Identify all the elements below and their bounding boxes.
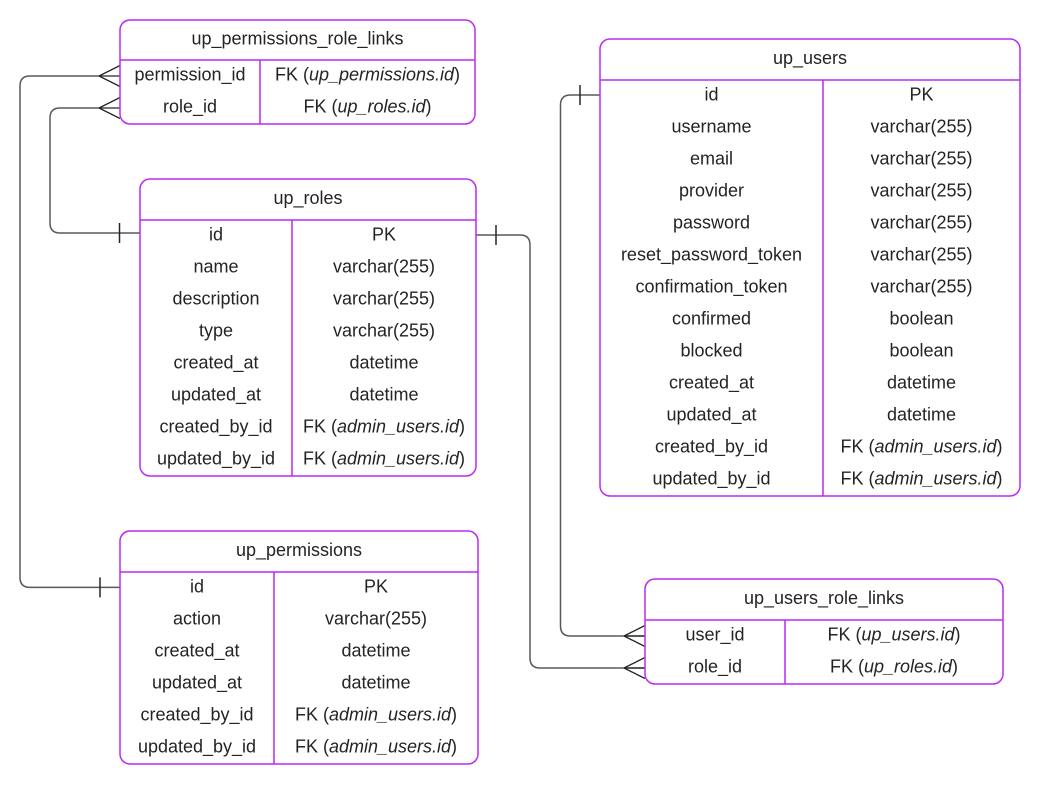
svg-text:datetime: datetime	[341, 640, 410, 660]
svg-text:updated_at: updated_at	[666, 404, 756, 425]
svg-text:id: id	[209, 224, 223, 244]
svg-text:datetime: datetime	[887, 404, 956, 424]
svg-text:FK (up_roles.id): FK (up_roles.id)	[830, 656, 958, 676]
svg-text:created_by_id: created_by_id	[159, 416, 272, 437]
svg-text:role_id: role_id	[163, 96, 217, 117]
svg-text:FK (up_users.id): FK (up_users.id)	[827, 624, 960, 644]
svg-text:datetime: datetime	[349, 384, 418, 404]
svg-text:permission_id: permission_id	[134, 64, 245, 85]
svg-text:FK (admin_users.id): FK (admin_users.id)	[295, 704, 457, 724]
svg-text:updated_at: updated_at	[171, 384, 261, 405]
svg-text:varchar(255): varchar(255)	[870, 116, 972, 136]
svg-text:varchar(255): varchar(255)	[333, 320, 435, 340]
svg-text:type: type	[199, 320, 233, 340]
svg-text:name: name	[193, 256, 238, 276]
svg-text:FK (admin_users.id): FK (admin_users.id)	[303, 416, 465, 436]
svg-text:varchar(255): varchar(255)	[870, 244, 972, 264]
svg-text:varchar(255): varchar(255)	[333, 288, 435, 308]
svg-text:id: id	[190, 576, 204, 596]
svg-text:PK: PK	[372, 224, 396, 244]
svg-text:datetime: datetime	[887, 372, 956, 392]
svg-text:created_by_id: created_by_id	[140, 704, 253, 725]
svg-text:action: action	[173, 608, 221, 628]
svg-text:confirmed: confirmed	[672, 308, 751, 328]
svg-text:created_at: created_at	[154, 640, 239, 661]
svg-text:PK: PK	[909, 84, 933, 104]
svg-text:description: description	[172, 288, 259, 308]
svg-text:datetime: datetime	[341, 672, 410, 692]
svg-text:username: username	[671, 116, 751, 136]
svg-text:up_users_role_links: up_users_role_links	[744, 588, 904, 609]
svg-text:FK (up_permissions.id): FK (up_permissions.id)	[275, 64, 460, 84]
svg-text:created_by_id: created_by_id	[655, 436, 768, 457]
svg-text:updated_at: updated_at	[152, 672, 242, 693]
svg-text:FK (admin_users.id): FK (admin_users.id)	[303, 448, 465, 468]
svg-text:provider: provider	[679, 180, 744, 200]
svg-text:FK (admin_users.id): FK (admin_users.id)	[840, 468, 1002, 488]
svg-text:varchar(255): varchar(255)	[870, 180, 972, 200]
svg-text:confirmation_token: confirmation_token	[635, 276, 787, 297]
svg-text:up_users: up_users	[773, 48, 847, 69]
svg-text:created_at: created_at	[669, 372, 754, 393]
svg-text:varchar(255): varchar(255)	[325, 608, 427, 628]
svg-text:up_roles: up_roles	[273, 188, 342, 209]
svg-text:varchar(255): varchar(255)	[870, 148, 972, 168]
svg-text:up_permissions: up_permissions	[236, 540, 362, 561]
svg-text:created_at: created_at	[173, 352, 258, 373]
svg-text:reset_password_token: reset_password_token	[621, 244, 802, 265]
svg-text:FK (up_roles.id): FK (up_roles.id)	[303, 96, 431, 116]
svg-text:updated_by_id: updated_by_id	[652, 468, 770, 489]
svg-text:id: id	[704, 84, 718, 104]
svg-text:FK (admin_users.id): FK (admin_users.id)	[295, 736, 457, 756]
svg-text:boolean: boolean	[889, 308, 953, 328]
svg-text:user_id: user_id	[685, 624, 744, 645]
svg-text:role_id: role_id	[688, 656, 742, 677]
svg-text:varchar(255): varchar(255)	[333, 256, 435, 276]
svg-text:boolean: boolean	[889, 340, 953, 360]
svg-text:password: password	[673, 212, 750, 232]
svg-text:varchar(255): varchar(255)	[870, 276, 972, 296]
svg-text:FK (admin_users.id): FK (admin_users.id)	[840, 436, 1002, 456]
svg-text:email: email	[690, 148, 733, 168]
svg-text:up_permissions_role_links: up_permissions_role_links	[191, 28, 403, 49]
svg-text:updated_by_id: updated_by_id	[138, 736, 256, 757]
svg-text:blocked: blocked	[680, 340, 742, 360]
svg-text:datetime: datetime	[349, 352, 418, 372]
svg-text:updated_by_id: updated_by_id	[157, 448, 275, 469]
svg-text:PK: PK	[364, 576, 388, 596]
svg-text:varchar(255): varchar(255)	[870, 212, 972, 232]
